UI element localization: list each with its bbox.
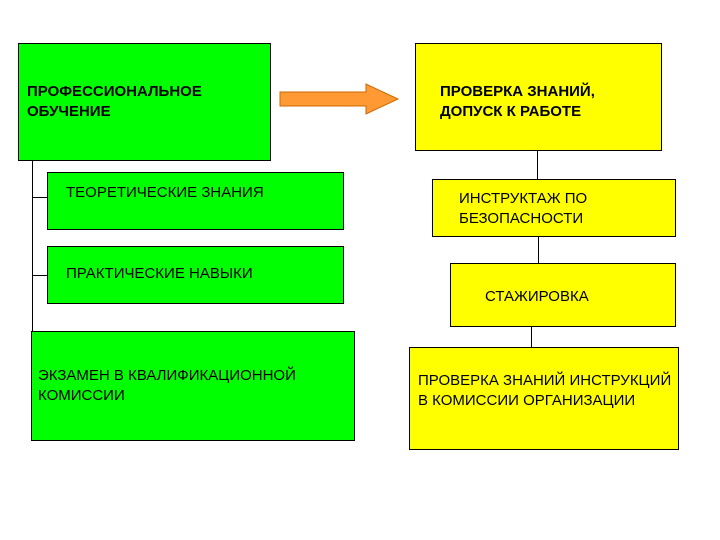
organization-commission-check-label: ПРОВЕРКА ЗНАНИЙ ИНСТРУКЦИЙ В КОМИССИИ ОР… <box>418 372 672 409</box>
internship-box: СТАЖИРОВКА <box>450 263 676 327</box>
qualification-exam-box: ЭКЗАМЕН В КВАЛИФИКАЦИОННОЙ КОМИССИИ <box>31 331 355 441</box>
professional-training-label: ПРОФЕССИОНАЛЬНОЕ ОБУЧЕНИЕ <box>27 83 202 120</box>
safety-briefing-box: ИНСТРУКТАЖ ПО БЕЗОПАСНОСТИ <box>432 179 676 237</box>
right-arrow <box>279 83 400 115</box>
connector-to-theory <box>32 197 48 198</box>
connector-to-practice <box>32 275 48 276</box>
right-connector-internship-final <box>531 326 532 348</box>
practical-skills-label: ПРАКТИЧЕСКИЕ НАВЫКИ <box>66 265 253 282</box>
internship-label: СТАЖИРОВКА <box>485 288 589 305</box>
practical-skills-box: ПРАКТИЧЕСКИЕ НАВЫКИ <box>47 246 344 304</box>
left-vertical-connector <box>32 160 33 332</box>
right-connector-briefing-internship <box>538 236 539 264</box>
professional-training-box: ПРОФЕССИОНАЛЬНОЕ ОБУЧЕНИЕ <box>18 43 271 161</box>
knowledge-check-label: ПРОВЕРКА ЗНАНИЙ, ДОПУСК К РАБОТЕ <box>440 83 595 120</box>
theoretical-knowledge-label: ТЕОРЕТИЧЕСКИЕ ЗНАНИЯ <box>66 184 264 201</box>
theoretical-knowledge-box: ТЕОРЕТИЧЕСКИЕ ЗНАНИЯ <box>47 172 344 230</box>
qualification-exam-label: ЭКЗАМЕН В КВАЛИФИКАЦИОННОЙ КОМИССИИ <box>38 367 296 404</box>
knowledge-check-box: ПРОВЕРКА ЗНАНИЙ, ДОПУСК К РАБОТЕ <box>415 43 662 151</box>
right-connector-main-briefing <box>537 150 538 180</box>
organization-commission-check-box: ПРОВЕРКА ЗНАНИЙ ИНСТРУКЦИЙ В КОМИССИИ ОР… <box>409 347 679 450</box>
safety-briefing-label: ИНСТРУКТАЖ ПО БЕЗОПАСНОСТИ <box>459 190 588 227</box>
